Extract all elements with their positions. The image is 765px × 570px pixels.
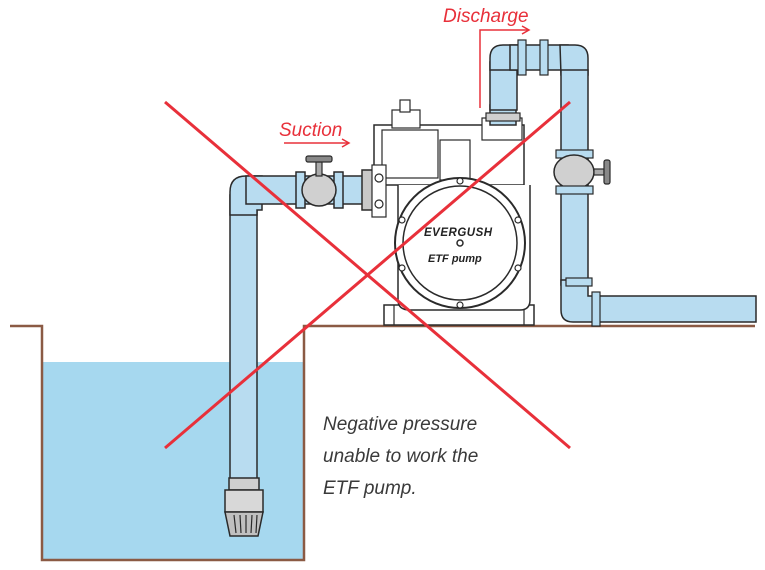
water-body bbox=[42, 362, 304, 560]
discharge-outflow-pipe bbox=[595, 295, 757, 323]
discharge-arrow-icon bbox=[479, 25, 531, 108]
note-line-3: ETF pump. bbox=[323, 478, 417, 499]
pump-model-label: ETF pump bbox=[428, 253, 482, 265]
foot-valve-icon bbox=[224, 477, 264, 537]
suction-label: Suction bbox=[279, 120, 342, 141]
suction-pipe-vertical bbox=[229, 194, 258, 481]
pump-brand-label: EVERGUSH bbox=[424, 227, 493, 239]
note-line-1: Negative pressure bbox=[323, 414, 477, 435]
valve-icon bbox=[301, 155, 337, 207]
discharge-valve-icon bbox=[553, 149, 611, 195]
pump-body bbox=[371, 99, 531, 311]
cross-mark-icon bbox=[164, 100, 571, 450]
note-line-2: unable to work the bbox=[323, 446, 478, 467]
suction-arrow-icon bbox=[284, 138, 351, 148]
ground-line bbox=[10, 324, 755, 562]
discharge-label: Discharge bbox=[443, 6, 529, 27]
